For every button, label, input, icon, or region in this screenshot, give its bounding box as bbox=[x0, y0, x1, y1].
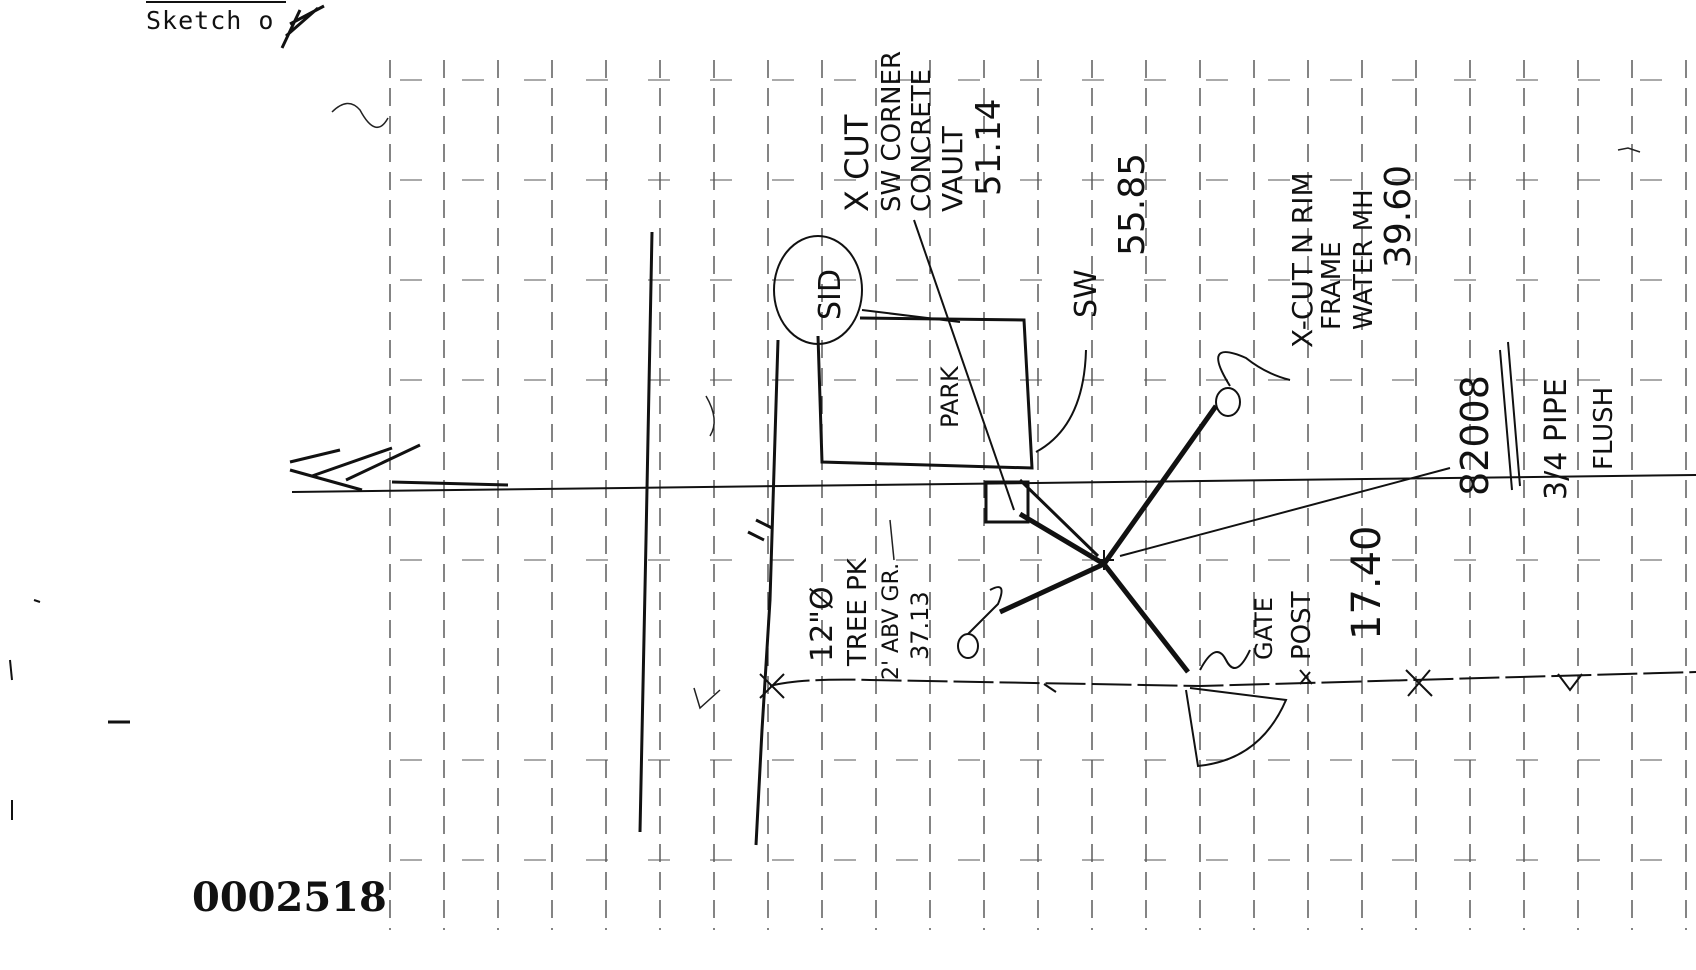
tree-size-label: 12"Ø bbox=[805, 586, 840, 662]
rim-elevation: 39.60 bbox=[1378, 165, 1419, 268]
annotation-park: PARK bbox=[936, 365, 964, 428]
x-cut-label: X CUT bbox=[838, 114, 876, 212]
sketch-header-label: Sketch o bbox=[146, 6, 275, 35]
survey-vertical-lines bbox=[638, 231, 780, 846]
sid-label: SID bbox=[813, 269, 848, 320]
left-arrow bbox=[289, 443, 509, 492]
annotation-sw: SW 55.85 bbox=[1069, 153, 1153, 318]
tree-elevation: 37.13 bbox=[906, 591, 934, 660]
tree-pk-label: TREE PK bbox=[843, 557, 873, 667]
annotation-x-cut-sw-corner: X CUT SW CORNER CONCRETE VAULT 51.14 bbox=[838, 51, 1009, 212]
vault-elevation: 51.14 bbox=[969, 99, 1009, 196]
park-label: PARK bbox=[936, 365, 964, 428]
x-cut-rim-label: X-CUT N RIM bbox=[1286, 172, 1319, 348]
gate-label: GATE bbox=[1250, 597, 1278, 660]
point-id-label: 82008 bbox=[1453, 375, 1497, 496]
margin-marks bbox=[9, 599, 130, 820]
notebook-grid-horizontal bbox=[400, 79, 1690, 861]
water-mh-label: WATER MH bbox=[1349, 189, 1379, 330]
concrete-label: CONCRETE bbox=[907, 69, 937, 212]
vault-label: VAULT bbox=[936, 125, 969, 212]
vault-box bbox=[984, 480, 1030, 524]
frame-label: FRAME bbox=[1317, 241, 1347, 330]
document-number: 0002518 bbox=[192, 874, 387, 921]
annotation-gate-post: GATE POST 17.40 bbox=[1250, 525, 1390, 660]
annotation-point-id: 82008 bbox=[1453, 375, 1497, 496]
sw-elevation: 55.85 bbox=[1112, 153, 1153, 256]
annotation-sid: SID bbox=[813, 269, 848, 320]
notebook-grid-vertical bbox=[389, 60, 1687, 930]
sid-circle bbox=[773, 235, 961, 345]
header-scribble bbox=[146, 1, 325, 49]
sw-label: SW bbox=[1069, 269, 1104, 318]
control-rays bbox=[998, 404, 1219, 674]
control-point bbox=[957, 387, 1241, 659]
gate-post-shape bbox=[1185, 649, 1288, 768]
annotation-tree: 12"Ø TREE PK 2' ABV GR. 37.13 bbox=[805, 557, 934, 680]
flush-label: FLUSH bbox=[1589, 387, 1619, 470]
tree-height-label: 2' ABV GR. bbox=[879, 563, 904, 680]
sw-corner-label: SW CORNER bbox=[877, 51, 907, 212]
gate-post-elevation: 17.40 bbox=[1344, 525, 1390, 640]
fence-line bbox=[759, 669, 1696, 699]
annotation-x-cut-rim: X-CUT N RIM FRAME WATER MH 39.60 bbox=[1286, 165, 1419, 348]
annotation-pipe: 3/4 PIPE FLUSH bbox=[1539, 378, 1619, 500]
pipe-label: 3/4 PIPE bbox=[1539, 378, 1574, 500]
park-boundary bbox=[816, 316, 1034, 470]
post-label: POST bbox=[1287, 591, 1317, 660]
faint-marks bbox=[331, 102, 1641, 710]
leader-lines bbox=[913, 219, 1521, 557]
